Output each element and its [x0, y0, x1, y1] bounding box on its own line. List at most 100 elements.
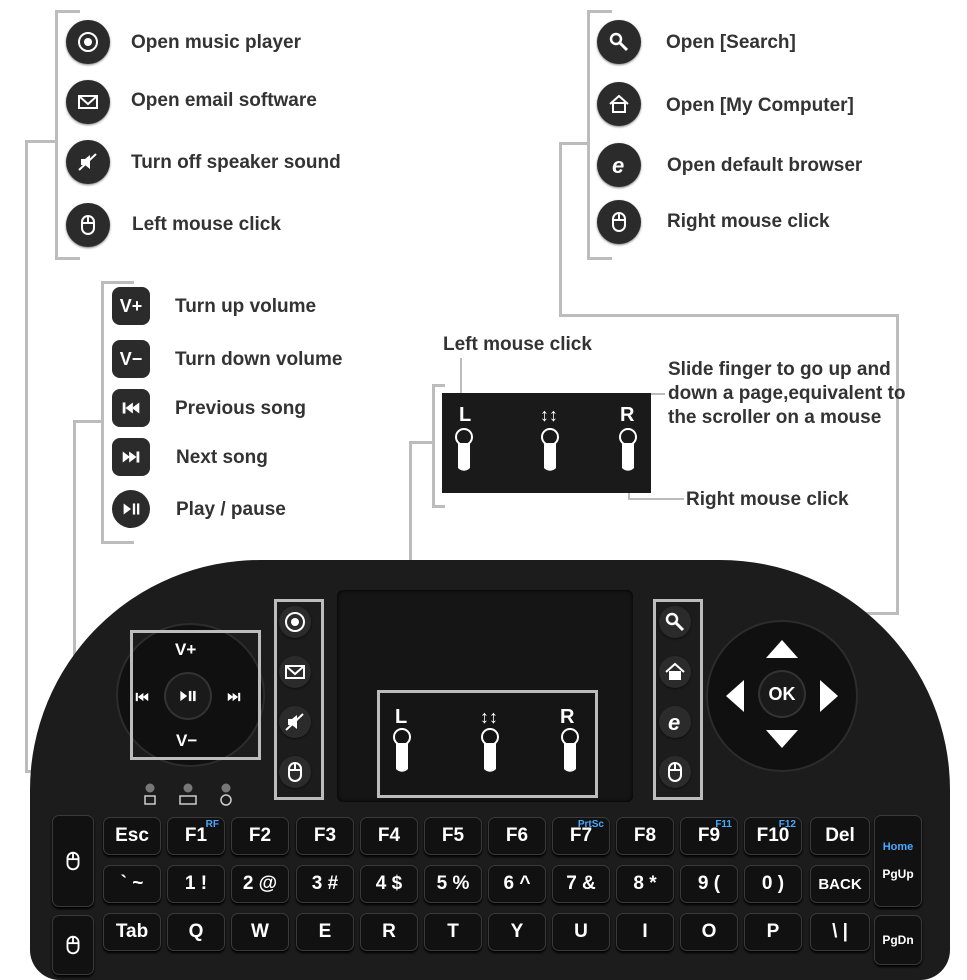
key-label: F4 [377, 825, 401, 846]
key-label: 3 # [311, 873, 339, 894]
key-f3[interactable]: F3 [296, 817, 354, 855]
key-5[interactable]: 5 % [424, 865, 482, 903]
key-tab[interactable]: Tab [103, 913, 161, 951]
key-i[interactable]: I [616, 913, 674, 951]
key-f5[interactable]: F5 [424, 817, 482, 855]
connector-left-top [25, 140, 55, 143]
key-1[interactable]: 1 ! [167, 865, 225, 903]
mouse-key-icon[interactable] [279, 756, 311, 788]
key-6[interactable]: 6 ^ [488, 865, 546, 903]
label-touchpad-left-click: Left mouse click [443, 334, 592, 355]
key-7[interactable]: 7 & [552, 865, 610, 903]
key-f8[interactable]: F8 [616, 817, 674, 855]
key-label: R [382, 921, 396, 942]
up-arrow-icon[interactable] [766, 640, 798, 658]
music-key-icon[interactable] [279, 606, 311, 638]
key-y[interactable]: Y [488, 913, 546, 951]
key-q[interactable]: Q [167, 913, 225, 951]
connector-rc-h [628, 498, 684, 500]
side-mouse-key-bottom[interactable] [52, 915, 94, 975]
key-[interactable]: ` ~ [103, 865, 161, 903]
browser-key-icon[interactable]: e [659, 706, 691, 738]
home-icon [597, 82, 641, 126]
left-arrow-icon[interactable] [726, 680, 744, 712]
key-8[interactable]: 8 * [616, 865, 674, 903]
dpad-next-icon[interactable] [225, 688, 243, 711]
key-label: F10 [756, 825, 790, 846]
key-[interactable]: \ | [810, 913, 870, 951]
ok-button[interactable]: OK [760, 672, 804, 716]
key-label: 4 $ [375, 873, 403, 894]
pgdn-key[interactable]: PgDn [874, 915, 922, 965]
volume-down-icon: V− [112, 340, 150, 378]
key-label: I [642, 921, 648, 942]
key-t[interactable]: T [424, 913, 482, 951]
key-label: 9 ( [697, 873, 721, 894]
key-3[interactable]: 3 # [296, 865, 354, 903]
scroll-arrows: ↕↕ [540, 405, 558, 425]
label-play-pause: Play / pause [176, 499, 286, 520]
connector-media [73, 420, 101, 423]
home-pgup-key[interactable]: Home PgUp [874, 815, 922, 907]
right-function-column [653, 599, 703, 800]
key-esc[interactable]: Esc [103, 817, 161, 855]
home-key-icon[interactable] [659, 656, 691, 688]
key-label: 1 ! [184, 873, 208, 894]
volume-up-icon: V+ [112, 287, 150, 325]
key-9[interactable]: 9 ( [680, 865, 738, 903]
mouse-icon [597, 200, 641, 244]
label-right-click: Right mouse click [667, 211, 830, 232]
key-p[interactable]: P [744, 913, 802, 951]
key-u[interactable]: U [552, 913, 610, 951]
key-label: Q [188, 921, 204, 942]
dpad-previous-icon[interactable] [133, 688, 151, 711]
label-left-click: Left mouse click [132, 214, 281, 235]
right-arrow-icon[interactable] [820, 680, 838, 712]
indicator-leds [142, 782, 242, 808]
key-label: Esc [115, 825, 149, 846]
key-f6[interactable]: F6 [488, 817, 546, 855]
key-label: F6 [505, 825, 529, 846]
key-4[interactable]: 4 $ [360, 865, 418, 903]
svg-text:R: R [560, 706, 575, 728]
label-my-computer: Open [My Computer] [666, 95, 854, 116]
touchpad-r: R [620, 404, 635, 426]
media-dpad-highlight [130, 630, 261, 760]
key-label: Tab [115, 921, 149, 942]
key-sublabel: F11 [715, 819, 732, 830]
dpad-volume-up[interactable]: V+ [175, 640, 197, 659]
pgdn-label: PgDn [882, 933, 914, 947]
key-label: F9 [697, 825, 721, 846]
key-label: ` ~ [120, 873, 144, 894]
search-key-icon[interactable] [659, 606, 691, 638]
label-music: Open music player [131, 32, 302, 53]
side-mouse-key-top[interactable] [52, 815, 94, 907]
key-del[interactable]: Del [810, 817, 870, 855]
key-label: E [318, 921, 332, 942]
touchpad-highlight: L ↕↕ R [377, 690, 598, 798]
home-label: Home [882, 841, 914, 853]
key-0[interactable]: 0 ) [744, 865, 802, 903]
dpad-play-pause[interactable] [166, 674, 210, 718]
key-f2[interactable]: F2 [231, 817, 289, 855]
key-r[interactable]: R [360, 913, 418, 951]
connector-right-top [559, 142, 587, 145]
mouse-right-key-icon[interactable] [659, 756, 691, 788]
key-e[interactable]: E [296, 913, 354, 951]
key-back[interactable]: BACK [810, 865, 870, 903]
down-arrow-icon[interactable] [766, 730, 798, 748]
email-icon [66, 80, 110, 124]
key-f4[interactable]: F4 [360, 817, 418, 855]
key-o[interactable]: O [680, 913, 738, 951]
mute-key-icon[interactable] [279, 706, 311, 738]
dpad-volume-down[interactable]: V− [176, 731, 198, 750]
key-label: Del [825, 825, 855, 846]
key-w[interactable]: W [231, 913, 289, 951]
key-label: F5 [441, 825, 465, 846]
email-key-icon[interactable] [279, 656, 311, 688]
key-2[interactable]: 2 @ [231, 865, 289, 903]
